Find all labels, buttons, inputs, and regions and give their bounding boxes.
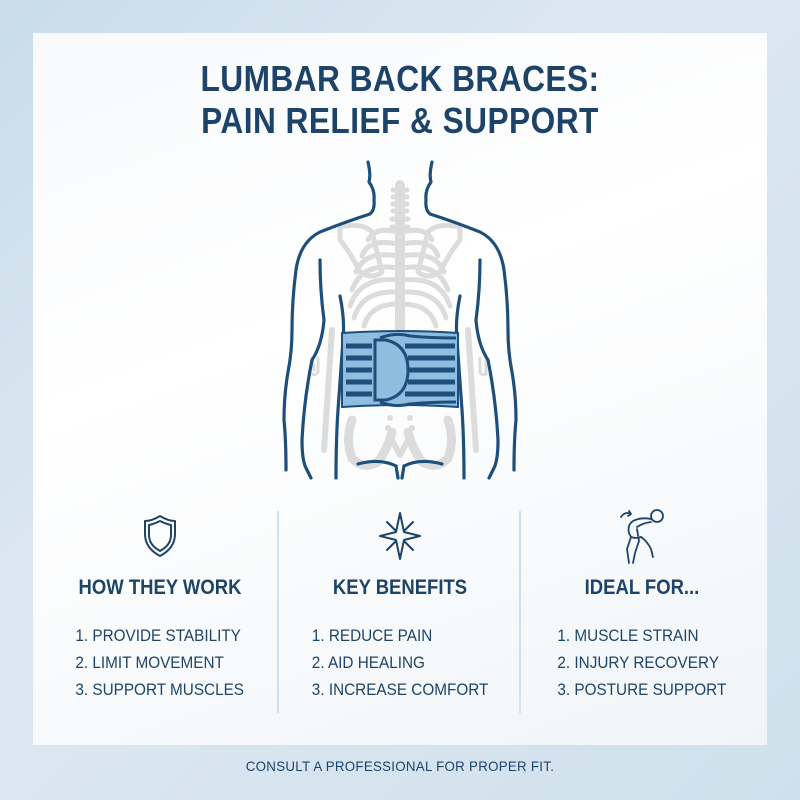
title-line-1: LUMBAR BACK BRACES: <box>200 58 600 99</box>
column-divider <box>519 511 521 713</box>
list-item: 2. AID HEALING <box>311 653 425 672</box>
lumbar-brace <box>341 330 459 409</box>
column-heading: KEY BENEFITS <box>332 576 468 599</box>
shield-icon <box>40 510 280 562</box>
list-item: 1. MUSCLE STRAIN <box>557 626 699 645</box>
column-ideal-for: IDEAL FOR... 1. MUSCLE STRAIN 2. INJURY … <box>522 509 762 703</box>
column-how-they-work: HOW THEY WORK 1. PROVIDE STABILITY 2. LI… <box>40 510 280 703</box>
column-heading: HOW THEY WORK <box>78 576 242 599</box>
column-list: 1. PROVIDE STABILITY 2. LIMIT MOVEMENT 3… <box>76 622 245 703</box>
column-key-benefits: KEY BENEFITS 1. REDUCE PAIN 2. AID HEALI… <box>280 510 520 703</box>
page-title: LUMBAR BACK BRACES: PAIN RELIEF & SUPPOR… <box>48 58 752 142</box>
list-item: 2. INJURY RECOVERY <box>557 653 720 672</box>
title-line-2: PAIN RELIEF & SUPPORT <box>201 100 599 141</box>
column-divider <box>277 511 279 713</box>
column-list: 1. MUSCLE STRAIN 2. INJURY RECOVERY 3. P… <box>558 622 727 703</box>
list-item: 1. PROVIDE STABILITY <box>75 626 242 645</box>
list-item: 3. POSTURE SUPPORT <box>557 680 727 699</box>
body-outline <box>282 160 518 480</box>
back-brace-illustration <box>282 160 518 480</box>
skeleton <box>310 180 488 470</box>
list-item: 3. INCREASE COMFORT <box>311 680 489 699</box>
column-list: 1. REDUCE PAIN 2. AID HEALING 3. INCREAS… <box>312 622 489 703</box>
list-item: 3. SUPPORT MUSCLES <box>75 680 245 699</box>
column-heading: IDEAL FOR... <box>584 576 700 599</box>
footer-note: CONSULT A PROFESSIONAL FOR PROPER FIT. <box>245 758 555 774</box>
back-pain-person-icon <box>522 509 762 564</box>
list-item: 1. REDUCE PAIN <box>311 626 433 645</box>
list-item: 2. LIMIT MOVEMENT <box>75 653 225 672</box>
sparkle-star-icon <box>280 510 520 562</box>
